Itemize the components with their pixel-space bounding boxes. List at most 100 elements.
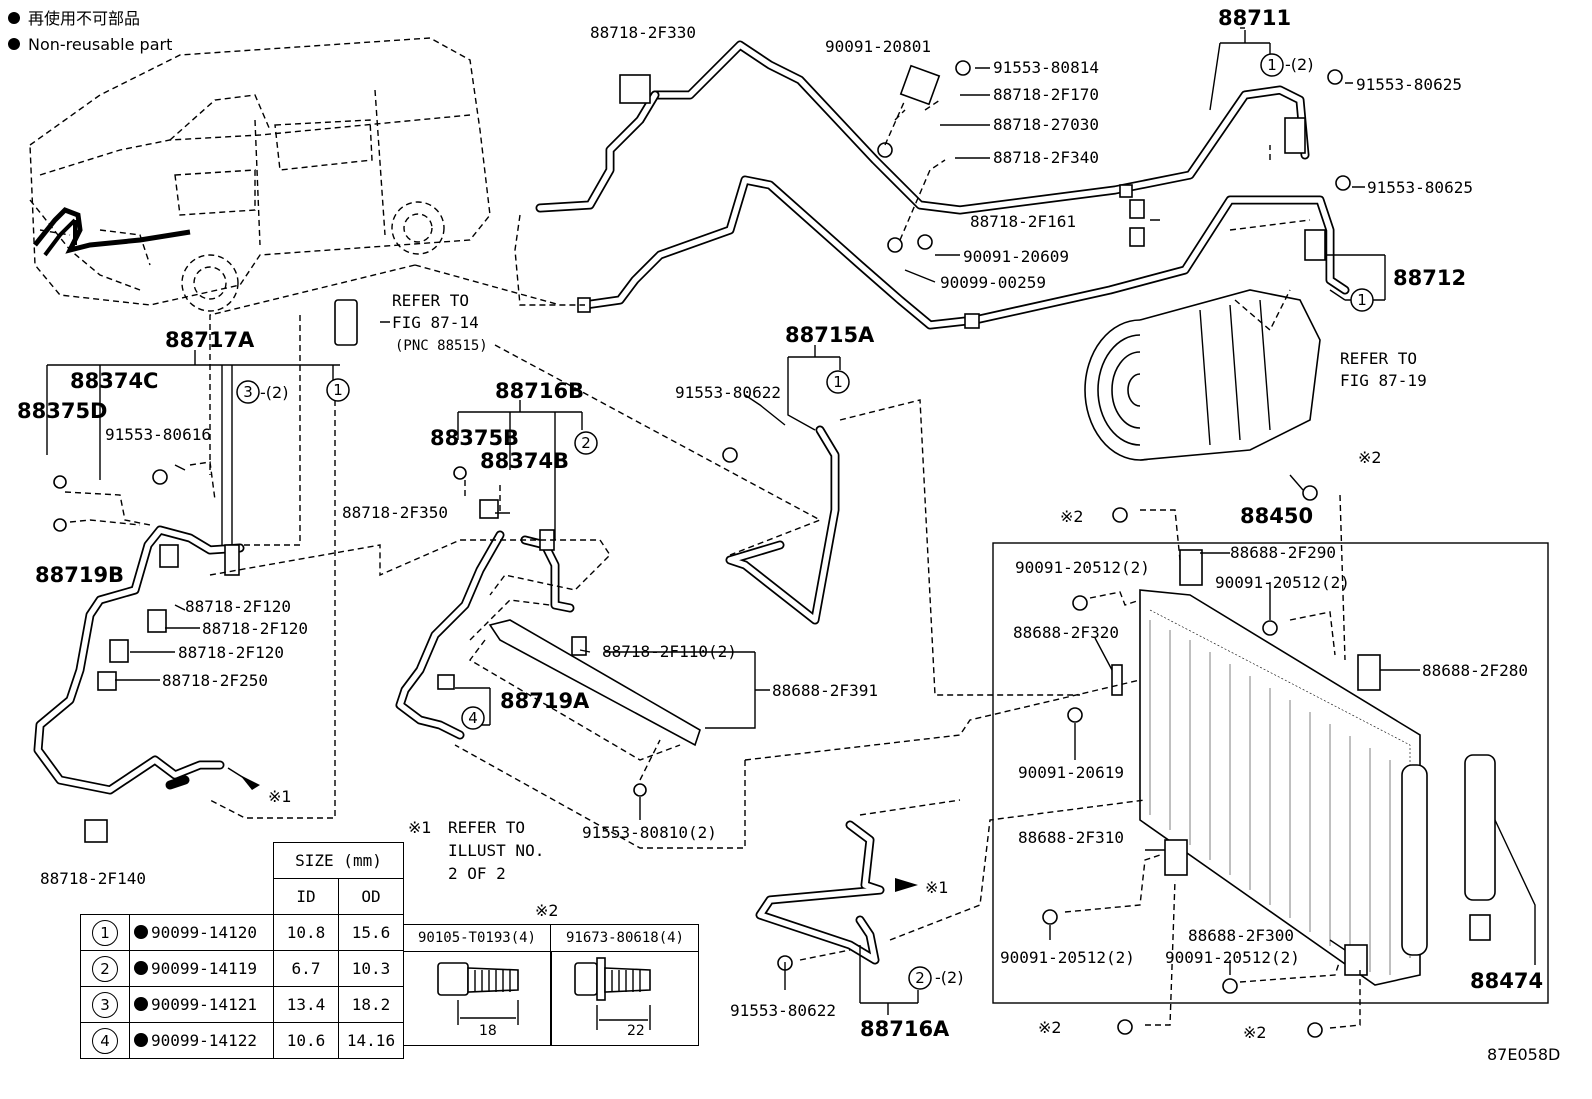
circle-num: 2 [581,434,591,452]
arrows [227,767,918,892]
size-header: SIZE (mm) [273,842,404,879]
van-illustration [29,37,491,312]
arrow-x1-icon [895,878,918,892]
part-label: 88718-2F140 [40,869,146,888]
row-id: 10.6 [273,1022,339,1059]
part-label: 88688-2F290 [1230,543,1336,562]
part-label: 90099-00259 [940,273,1046,292]
refer-label: FIG 87-19 [1340,371,1427,390]
note-mark: ※1 [408,818,432,837]
row-part: 90099-14121 [151,995,257,1014]
part-label: 90091-20512(2) [1000,948,1135,967]
part-label: 91553-80814 [993,58,1099,77]
row-od: 14.16 [338,1022,404,1059]
bolt-table-title: ※2 [535,901,559,920]
refer-label: REFER TO [448,818,525,837]
row-od: 15.6 [338,914,404,951]
refer-label: REFER TO [1340,349,1417,368]
note-mark: ※2 [1243,1023,1267,1042]
circle-num: 1 [833,373,843,391]
pipe-88716A [755,820,885,965]
row-id: 10.8 [273,914,339,951]
non-reusable-dot-icon [8,38,20,50]
part-label: 88718-2F110(2) [602,642,737,661]
part-label: 88375D [17,399,108,423]
part-label: 88717A [165,328,255,352]
bolt-illustrations [437,957,651,1030]
part-label: 88474 [1470,969,1543,993]
table-row: 4 90099-14122 10.6 14.16 [80,1022,404,1059]
part-labels: 88718-2F330 90091-20801 91553-80814 8871… [17,6,1560,1064]
expansion-valve [334,299,358,346]
table-row: 1 90099-14120 10.8 15.6 [80,914,404,951]
col-id: ID [273,878,339,915]
part-label: 91553-80625 [1367,178,1473,197]
part-label: 88719A [500,689,590,713]
row-id: 13.4 [273,986,339,1023]
pipe-88711 [535,40,1310,215]
table-row: 3 90099-14121 13.4 18.2 [80,986,404,1023]
note-mark: ※1 [268,787,292,806]
part-label: 88718-2F120 [178,643,284,662]
row-part: 90099-14119 [151,959,257,978]
part-label: 88718-2F350 [342,503,448,522]
non-reusable-dot-icon [8,12,20,24]
part-label: 90091-20609 [963,247,1069,266]
legend: 再使用不可部品 Non-reusable part [8,6,172,58]
part-label: 88718-2F170 [993,85,1099,104]
part-label: 88715A [785,323,875,347]
note-mark: ※2 [1038,1018,1062,1037]
bolt-left-part: 90105-T0193(4) [404,925,551,952]
part-label: 88712 [1393,266,1466,290]
part-label: 91553-80622 [730,1001,836,1020]
note-mark: ※1 [925,878,949,897]
circle-num: 1 [333,381,343,399]
part-label: -(2) [260,383,288,402]
refer-label: ILLUST NO. [448,841,544,860]
part-label: 88718-2F330 [590,23,696,42]
refer-label: 2 OF 2 [448,864,506,883]
part-label: 88374B [480,449,569,473]
receiver-88474 [1464,754,1536,965]
leader-lines [46,27,1420,1015]
figure-code: 87E058D [1487,1045,1560,1064]
circle-num: 4 [468,709,478,727]
part-label: 88688-2F320 [1013,623,1119,642]
part-label: 88716B [495,379,584,403]
compressor [1084,289,1321,461]
refer-label: (PNC 88515) [395,338,488,354]
legend-line-jp: 再使用不可部品 [8,6,172,32]
bracket-88688-2F391 [468,619,701,761]
circle-num: 2 [915,969,925,987]
part-label: 91553-80622 [675,383,781,402]
part-label: 88711 [1218,6,1291,30]
part-label: 88718-2F120 [185,597,291,616]
non-reusable-dot-icon [134,925,148,939]
part-label: 88718-2F120 [202,619,308,638]
part-label: 88688-2F310 [1018,828,1124,847]
col-od: OD [338,878,404,915]
part-label: 88718-2F340 [993,148,1099,167]
part-label: 90091-20512(2) [1015,558,1150,577]
legend-line-en: Non-reusable part [8,32,172,58]
circle-num: 1 [1357,291,1367,309]
part-label: 90091-20619 [1018,763,1124,782]
row-number: 2 [92,955,118,982]
dashed-connections [64,99,1361,1029]
part-label: 88688-2F280 [1422,661,1528,680]
part-label: 90091-20801 [825,37,931,56]
table-row: 2 90099-14119 6.7 10.3 [80,950,404,987]
row-part: 90099-14120 [151,923,257,942]
refer-label: REFER TO [392,291,469,310]
non-reusable-dot-icon [134,1033,148,1047]
part-label: 88718-2F250 [162,671,268,690]
part-label: 88716A [860,1017,950,1041]
row-od: 18.2 [338,986,404,1023]
part-label: 88374C [70,369,158,393]
row-number: 4 [92,1027,118,1054]
bolt-left-length: 18 [479,1023,497,1039]
part-label: 88688-2F300 [1188,926,1294,945]
part-label: 88375B [430,426,519,450]
part-label: -(2) [1285,55,1313,74]
